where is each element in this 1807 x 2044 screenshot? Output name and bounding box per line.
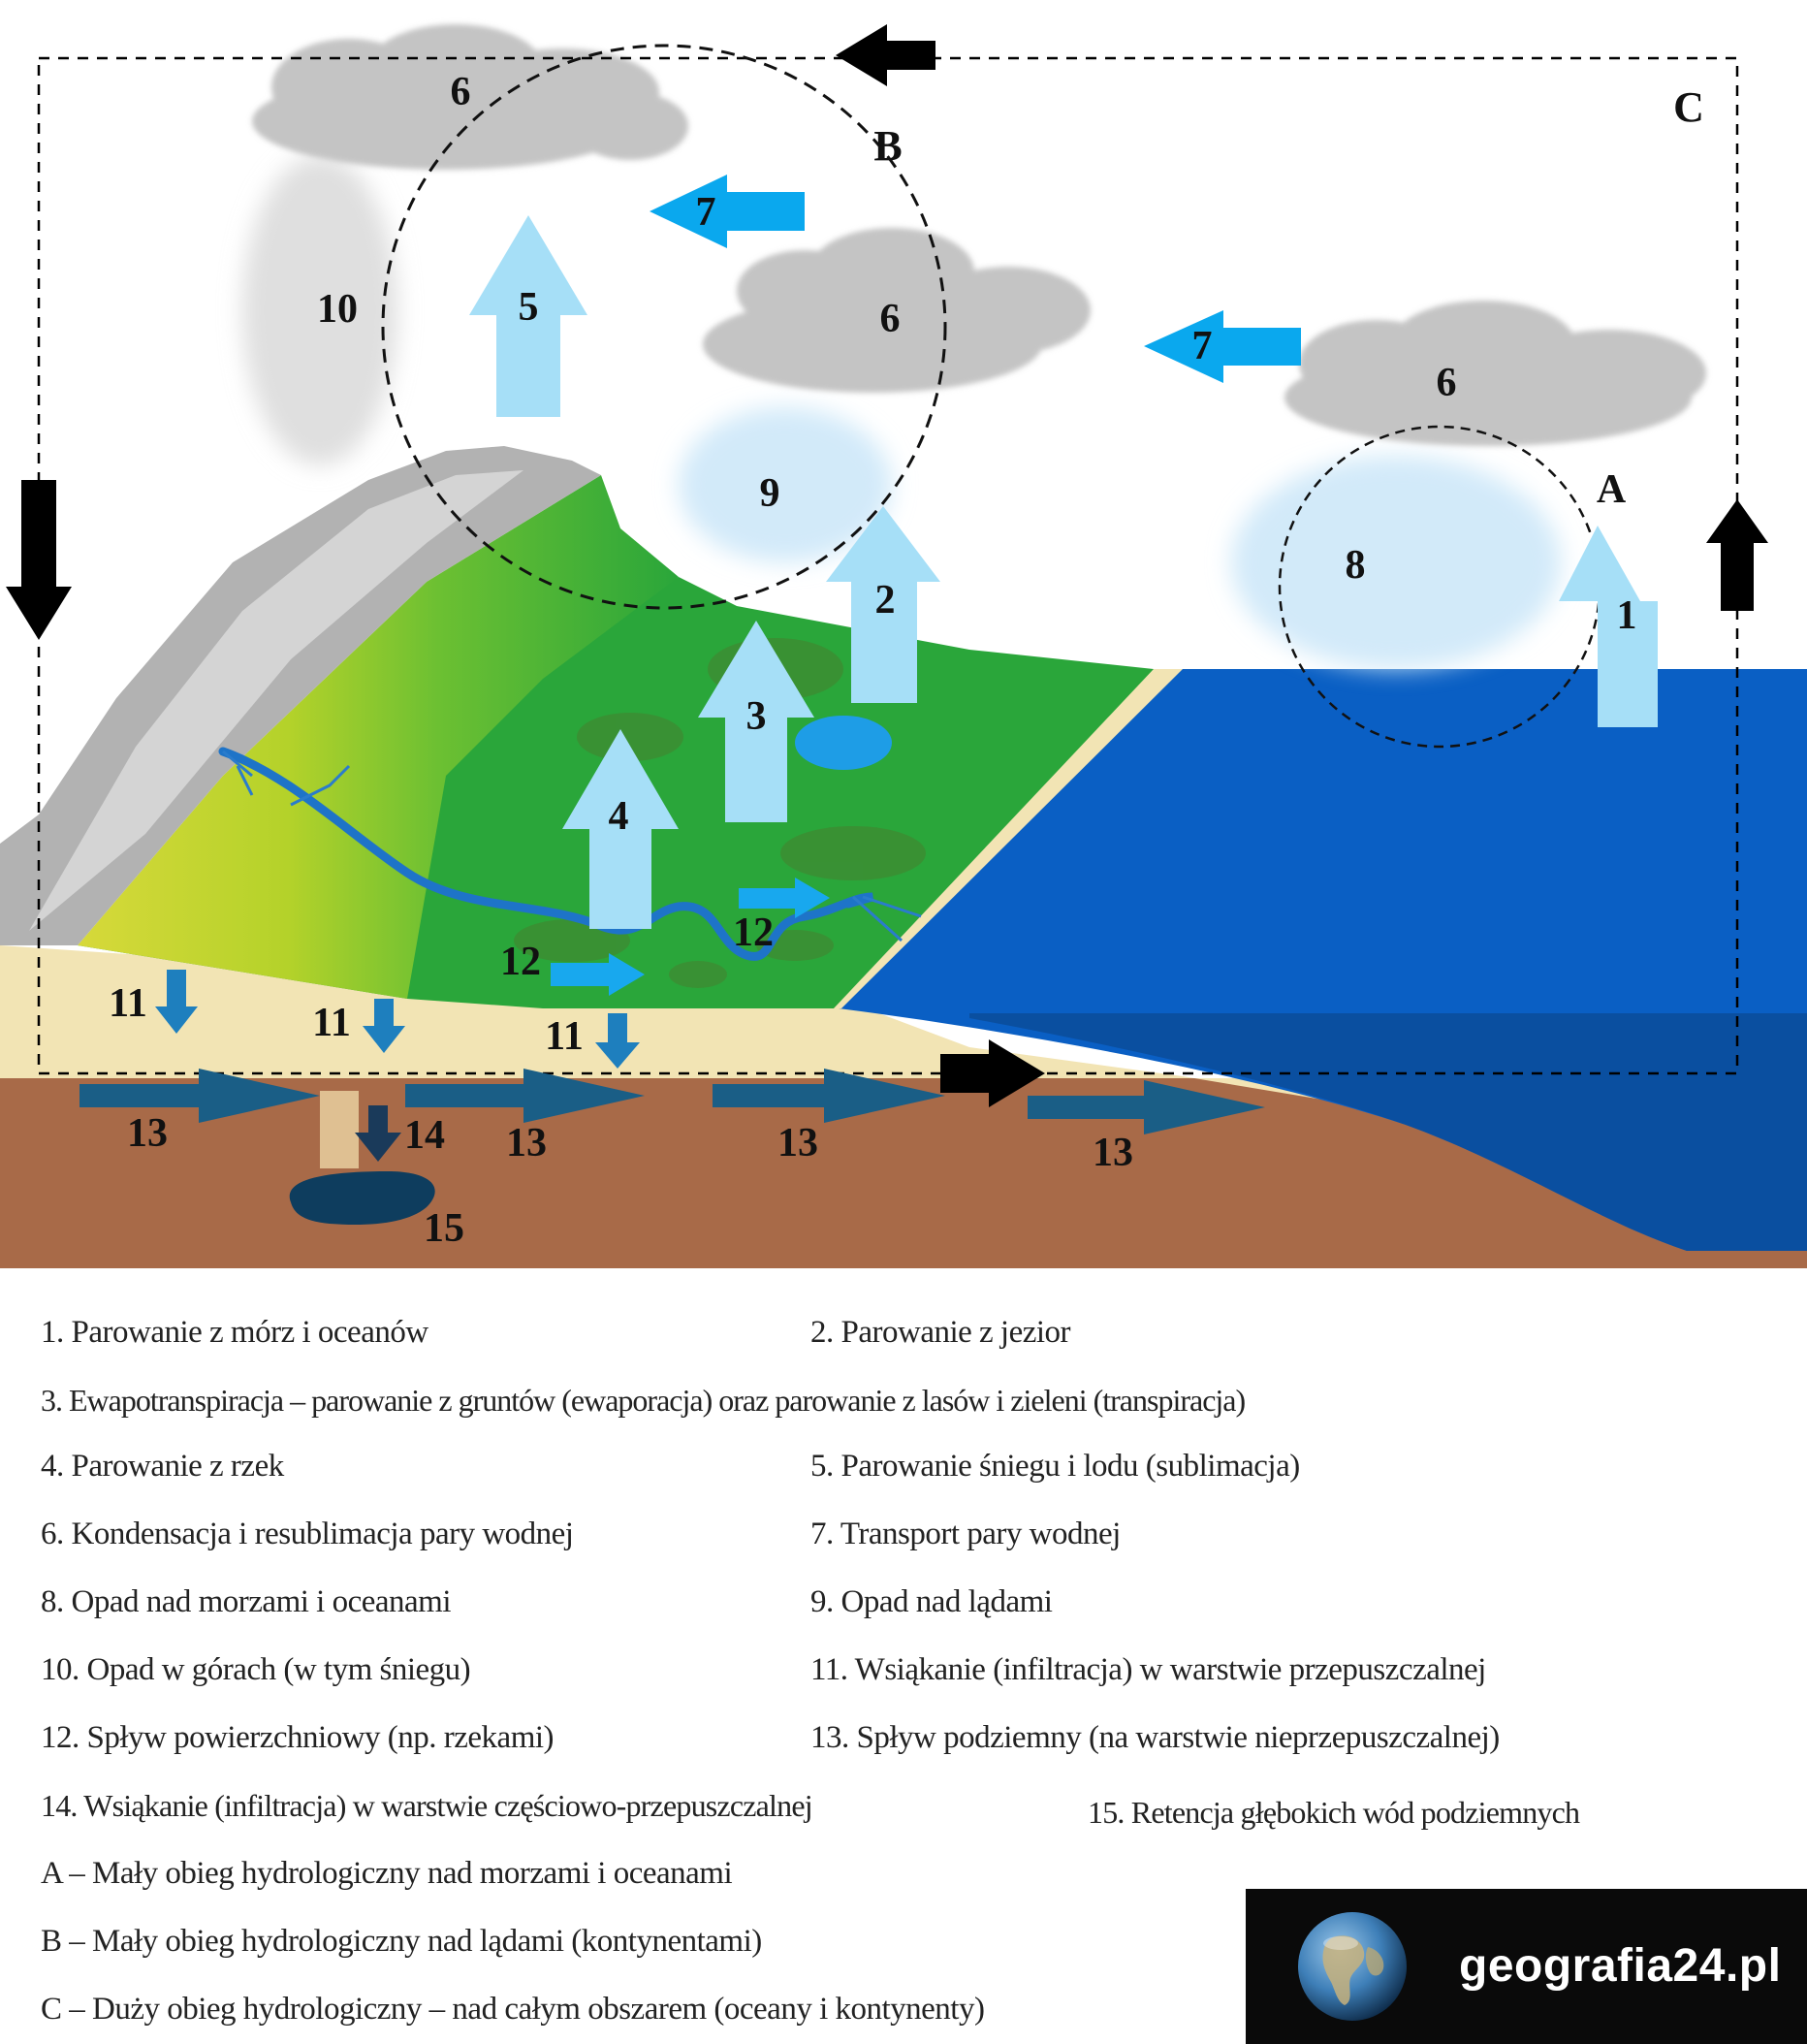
legend-item-13: 13. Spływ podziemny (na warstwie nieprze…: [810, 1722, 1500, 1754]
label-12-lower: 12: [500, 940, 541, 984]
legend-item-1: 1. Parowanie z mórz i oceanów: [41, 1317, 428, 1349]
label-4: 4: [609, 794, 629, 839]
legend-item-B: B – Mały obieg hydrologiczny nad lądami …: [41, 1926, 762, 1958]
label-11-a: 11: [109, 981, 147, 1026]
label-7-upper: 7: [696, 190, 716, 235]
legend-item-C: C – Duży obieg hydrologiczny – nad całym…: [41, 1994, 984, 2026]
legend-item-14: 14. Wsiąkanie (infiltracja) w warstwie c…: [41, 1790, 812, 1821]
label-2: 2: [875, 578, 896, 623]
globe-icon: [1294, 1908, 1411, 2025]
legend-item-9: 9. Opad nad lądami: [810, 1586, 1052, 1618]
legend-item-2: 2. Parowanie z jezior: [810, 1317, 1070, 1349]
legend-item-4: 4. Parowanie z rzek: [41, 1451, 284, 1483]
label-1: 1: [1617, 593, 1637, 638]
logo-text: geografia24.pl: [1459, 1939, 1781, 1993]
label-C: C: [1673, 83, 1704, 131]
legend-item-3: 3. Ewapotranspiracja – parowanie z grunt…: [41, 1385, 1245, 1416]
legend-item-10: 10. Opad w górach (w tym śniegu): [41, 1654, 470, 1686]
legend-item-15: 15. Retencja głębokich wód podziemnych: [1088, 1797, 1579, 1828]
label-13-a: 13: [127, 1111, 168, 1156]
lake: [795, 716, 892, 770]
legend-item-6: 6. Kondensacja i resublimacja pary wodne…: [41, 1518, 573, 1550]
label-A: A: [1597, 467, 1627, 512]
label-6-top: 6: [451, 70, 471, 114]
label-13-b: 13: [506, 1121, 547, 1166]
legend-item-8: 8. Opad nad morzami i oceanami: [41, 1586, 451, 1618]
label-12-upper: 12: [733, 910, 774, 955]
label-8: 8: [1346, 543, 1366, 588]
legend-item-A: A – Mały obieg hydrologiczny nad morzami…: [41, 1858, 732, 1890]
partial-permeable-column: [320, 1091, 359, 1168]
geografia24-logo: geografia24.pl: [1246, 1889, 1807, 2044]
legend-item-12: 12. Spływ powierzchniowy (np. rzekami): [41, 1722, 554, 1754]
label-10: 10: [317, 287, 358, 332]
label-7-lower: 7: [1192, 324, 1213, 368]
label-6-right: 6: [1437, 361, 1457, 405]
water-cycle-diagram: 1 2 3 4 5 6 6 6 7 7 8 9 10 11 11 11 12 1…: [0, 0, 1807, 1268]
label-15: 15: [424, 1206, 464, 1251]
label-14: 14: [404, 1113, 445, 1158]
label-11-b: 11: [312, 1001, 351, 1045]
legend-item-7: 7. Transport pary wodnej: [810, 1518, 1121, 1550]
label-5: 5: [519, 285, 539, 330]
legend-item-5: 5. Parowanie śniegu i lodu (sublimacja): [810, 1451, 1300, 1483]
label-B: B: [873, 122, 902, 170]
label-11-c: 11: [545, 1014, 584, 1059]
label-13-c: 13: [777, 1121, 818, 1166]
legend-item-11: 11. Wsiąkanie (infiltracja) w warstwie p…: [810, 1654, 1486, 1686]
label-13-d: 13: [1093, 1131, 1133, 1175]
label-3: 3: [746, 694, 767, 739]
label-9: 9: [760, 471, 780, 516]
label-6-middle: 6: [880, 297, 901, 341]
